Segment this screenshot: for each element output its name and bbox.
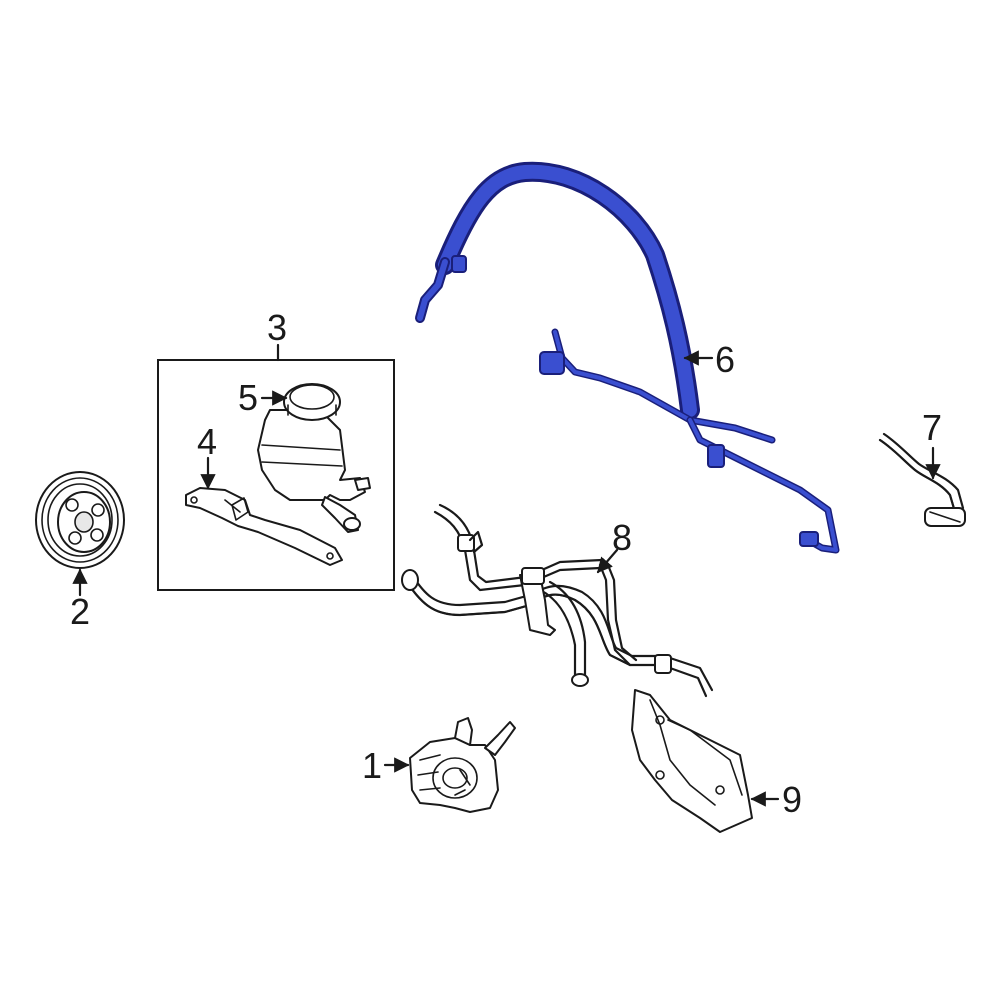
callout-4: 4: [197, 421, 217, 462]
callout-1: 1: [362, 745, 382, 786]
part-4-bracket[interactable]: [185, 487, 343, 566]
leader-8: [596, 548, 619, 574]
callout-5: 5: [238, 377, 258, 418]
callout-labels: 1 2 3 4 5 6 7 8 9: [70, 307, 942, 820]
part-3-reservoir-assembly-box[interactable]: [157, 359, 395, 591]
part-5-reservoir[interactable]: [257, 383, 371, 533]
callout-2: 2: [70, 591, 90, 632]
callout-7: 7: [922, 407, 942, 448]
callout-3: 3: [267, 307, 287, 348]
part-6-pressure-hose[interactable]: [415, 161, 840, 554]
callout-6: 6: [715, 339, 735, 380]
part-9-shield[interactable]: [631, 689, 753, 833]
leader-lines: [72, 343, 941, 807]
part-8-return-hose[interactable]: [401, 503, 714, 698]
part-2-pulley[interactable]: [35, 471, 125, 569]
part-7-hose[interactable]: [878, 432, 966, 527]
part-1-pump[interactable]: [409, 717, 516, 813]
callout-8: 8: [612, 517, 632, 558]
callout-9: 9: [782, 779, 802, 820]
